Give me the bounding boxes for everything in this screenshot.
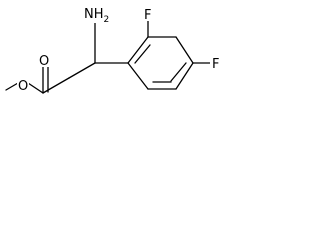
bond-ring-c1-c2 (127, 36, 149, 64)
amine-main-label: NH (84, 7, 104, 22)
fluorine-para-bg (210, 56, 224, 70)
bond-carbonyl-c-ch2 (42, 77, 70, 94)
bond-ring-c6-c1 (127, 62, 149, 90)
bond-ch2-ch (68, 62, 96, 79)
amine-subscript-label: 2 (104, 15, 110, 25)
amine-label: NH2 (84, 7, 109, 25)
bond-methyl-o (5, 82, 19, 91)
bond-ring-c3-c4 (175, 36, 194, 64)
ring-inner-double-left (134, 44, 151, 64)
amine-bg (83, 5, 113, 23)
carbonyl-oxygen-bg (38, 53, 52, 67)
bond-o-carbonyl-c (27, 82, 44, 94)
molecule-structure: O O NH2 F F (0, 0, 257, 136)
carbonyl-oxygen-label: O (39, 54, 49, 69)
fluorine-ortho-bg (142, 7, 154, 21)
fluorine-para-label: F (212, 57, 219, 72)
fluorine-ortho-label: F (144, 8, 151, 23)
ester-oxygen-label: O (18, 79, 28, 94)
structure-canvas: O O NH2 F F (5, 5, 224, 94)
bond-ring-c4-c5 (175, 62, 194, 90)
ring-inner-double-right (170, 62, 187, 82)
ester-oxygen-bg (17, 79, 29, 93)
